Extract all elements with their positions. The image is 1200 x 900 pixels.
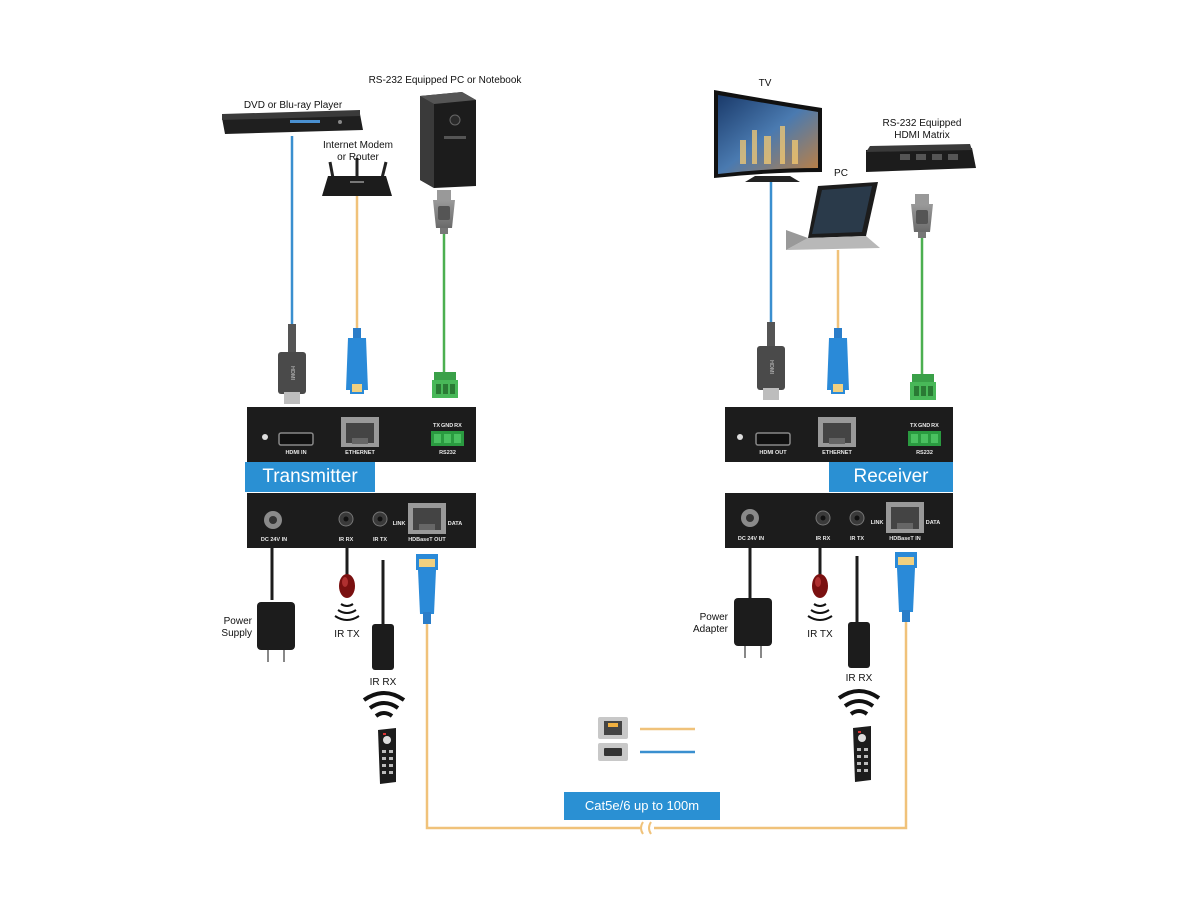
cable-length-label: Cat5e/6 up to 100m [564, 792, 720, 820]
tx-hdbaset-port-label: HDBaseT OUT [408, 537, 446, 543]
tx-db9-connector-icon [433, 190, 455, 234]
tx-ir-emitter-icon [334, 574, 360, 621]
tx-link-label: LINK [392, 521, 406, 527]
rx-remote-control-icon [853, 726, 871, 782]
source-pc-label: RS-232 Equipped PC or Notebook [368, 75, 522, 86]
tx-hdmi-port-label: HDMI IN [285, 450, 307, 456]
rx-db9-connector-icon [911, 194, 933, 238]
rx-hdbaset-plug-icon [895, 552, 917, 622]
rx-hdmi-port-icon [755, 432, 791, 446]
tx-irrx-port-label: IR RX [338, 537, 354, 543]
power-supply-label: Power Supply [221, 616, 252, 639]
transmitter-back-panel [247, 493, 476, 548]
rx-ir-rx-label: IR RX [845, 673, 873, 684]
tx-dc-port-label: DC 24V IN [260, 537, 288, 543]
rx-ir-emitter-icon [807, 574, 833, 621]
rx-ir-receiver-icon [848, 622, 870, 668]
tx-hdbaset-plug-icon [416, 554, 438, 624]
tx-hdmi-port-icon [278, 432, 314, 446]
dvd-player-label: DVD or Blu-ray Player [243, 100, 343, 111]
cat-cable-left [425, 622, 640, 830]
tx-signal-waves-icon [362, 691, 406, 718]
legend-hdmi-icon [598, 743, 628, 761]
rx-irrx-port-label: IR RX [815, 536, 831, 542]
cable-break-icon [640, 821, 652, 835]
tx-ir-tx-label: IR TX [334, 629, 360, 640]
rx-power-adapter-icon [734, 598, 772, 658]
router-icon [322, 158, 392, 196]
tx-rx-pin-label: RX [454, 423, 462, 429]
tx-hdmi-plug-icon [278, 324, 306, 404]
rx-dc-port-label: DC 24V IN [737, 536, 765, 542]
dvd-player-icon [222, 110, 363, 134]
rx-tx-pin-label: TX [909, 423, 918, 429]
rx-hdmi-plug-text: HDMI [768, 359, 774, 375]
laptop-icon [786, 182, 880, 250]
tx-tx-pin-label: TX [432, 423, 441, 429]
rx-ir-tx-label: IR TX [807, 629, 833, 640]
tx-rs232-port-label: RS232 [439, 450, 456, 456]
tx-ir-receiver-icon [372, 624, 394, 670]
rx-ethernet-port-label: ETHERNET [822, 450, 852, 456]
rx-hdmi-plug-icon [757, 322, 785, 400]
tx-terminal-plug-icon [432, 372, 458, 398]
receiver-front-panel [725, 407, 953, 462]
transmitter-banner: Transmitter [245, 462, 375, 492]
rx-link-label: LINK [870, 520, 884, 526]
laptop-label: PC [834, 168, 848, 179]
rx-hdmi-port-label: HDMI OUT [759, 450, 787, 456]
rx-data-label: DATA [925, 520, 941, 526]
rx-rs232-port-label: RS232 [916, 450, 933, 456]
tv-label: TV [758, 78, 772, 89]
tx-data-label: DATA [447, 521, 463, 527]
hdmi-matrix-label: RS-232 Equipped HDMI Matrix [882, 118, 962, 141]
rx-terminal-plug-icon [910, 374, 936, 400]
tx-power-supply-icon [257, 602, 295, 662]
tx-ethernet-port-label: ETHERNET [345, 450, 375, 456]
power-adapter-label: Power Adapter [692, 612, 728, 635]
hdmi-matrix-icon [866, 144, 976, 172]
tx-irtx-port-label: IR TX [372, 537, 388, 543]
tx-remote-control-icon [378, 728, 396, 784]
rx-gnd-pin-label: GND [918, 423, 931, 429]
tx-ethernet-plug-icon [346, 328, 368, 394]
rx-irtx-port-label: IR TX [849, 536, 865, 542]
receiver-back-panel [725, 493, 953, 548]
tx-ir-rx-label: IR RX [369, 677, 397, 688]
desktop-pc-icon [420, 92, 476, 188]
tx-gnd-pin-label: GND [441, 423, 454, 429]
receiver-banner: Receiver [829, 462, 953, 492]
rx-rx-pin-label: RX [931, 423, 939, 429]
transmitter-front-panel [247, 407, 476, 462]
cat-cable-right [654, 620, 908, 830]
router-label: Internet Modem or Router [322, 140, 394, 163]
rx-hdbaset-port-label: HDBaseT IN [889, 536, 921, 542]
tx-hdmi-plug-text: HDMI [289, 365, 295, 381]
curved-tv-icon [714, 90, 822, 182]
legend-ethernet-icon [598, 717, 628, 739]
rx-ethernet-plug-icon [827, 328, 849, 394]
rx-signal-waves-icon [837, 689, 881, 716]
